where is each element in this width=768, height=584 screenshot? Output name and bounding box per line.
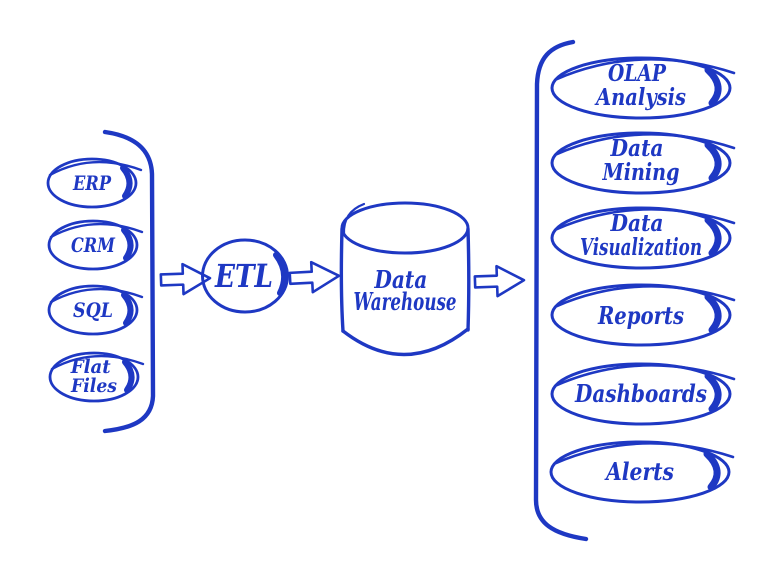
output-label-data-mining: Data Mining — [602, 135, 680, 186]
source-node-flat-files: Flat Files — [50, 353, 143, 401]
flow-arrow-icon — [287, 259, 342, 295]
sources-group: ERP CRM SQL Flat Files — [48, 129, 156, 434]
source-node-crm: CRM — [49, 221, 142, 269]
flow-arrow-icon — [473, 263, 526, 299]
output-label-reports: Reports — [597, 301, 684, 330]
source-label-crm: CRM — [71, 233, 116, 257]
cylinder-right-wall — [466, 227, 471, 332]
output-label-dashboards: Dashboards — [574, 379, 707, 408]
etl-label: ETL — [214, 257, 273, 295]
output-node-olap-analysis: OLAP Analysis — [552, 58, 734, 118]
source-label-erp: ERP — [72, 171, 112, 195]
data-warehouse-label: Data Warehouse — [354, 265, 457, 316]
output-label-alerts: Alerts — [604, 457, 674, 486]
etl-node: ETL — [201, 238, 289, 314]
hand-drawn-swoosh — [273, 252, 288, 296]
source-node-sql: SQL — [49, 286, 142, 334]
output-node-dashboards: Dashboards — [552, 364, 734, 424]
cylinder-top-redraw — [342, 202, 366, 236]
output-node-data-visualization: Data Visualization — [552, 208, 734, 268]
output-label-data-visualization: Data Visualization — [580, 210, 702, 261]
cylinder-top — [340, 201, 470, 255]
cylinder-bottom — [341, 327, 470, 357]
outputs-group: OLAP Analysis Data Mining Data Visualiza… — [533, 39, 734, 542]
source-node-erp: ERP — [48, 159, 141, 207]
hand-drawn-circle — [201, 238, 289, 314]
sources-bracket — [102, 129, 156, 434]
data-warehouse-node: Data Warehouse — [339, 201, 471, 357]
outputs-bracket — [533, 39, 589, 542]
output-node-data-mining: Data Mining — [552, 133, 734, 193]
source-label-sql: SQL — [73, 298, 113, 322]
output-node-alerts: Alerts — [551, 442, 733, 502]
output-label-olap-analysis: OLAP Analysis — [594, 60, 686, 111]
source-label-flat-files: Flat Files — [70, 356, 118, 397]
cylinder-left-wall — [339, 227, 345, 333]
output-node-reports: Reports — [552, 285, 734, 345]
